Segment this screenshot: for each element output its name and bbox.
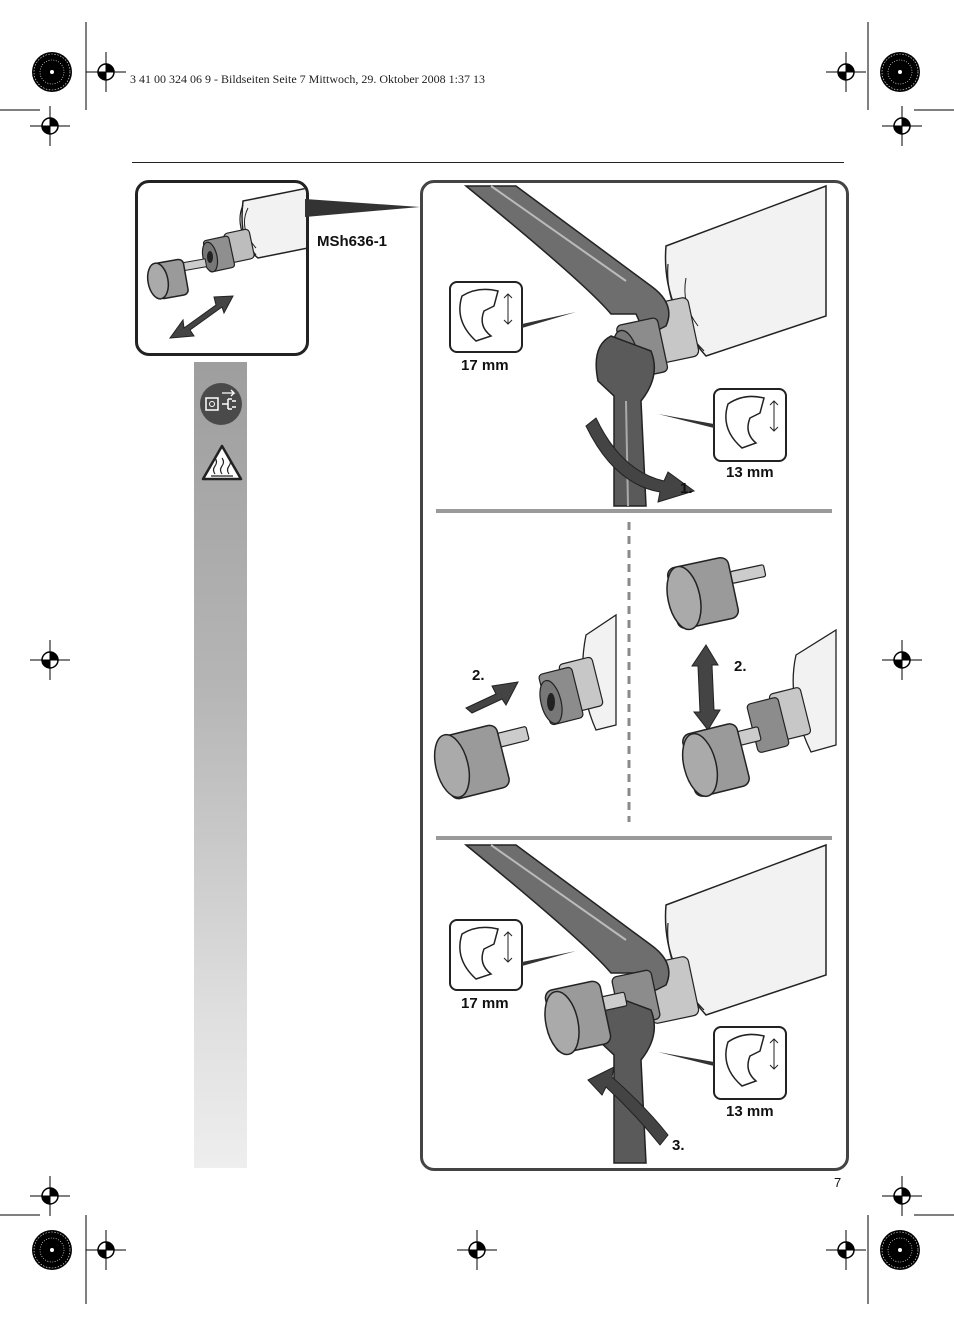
print-header: 3 41 00 324 06 9 - Bildseiten Seite 7 Mi… <box>130 72 485 86</box>
panel-separator-2 <box>436 836 832 840</box>
header-rule <box>132 162 844 163</box>
tool-overview-illustration <box>146 187 306 339</box>
overview-frame <box>135 180 309 356</box>
panel-loosen-illustration <box>449 184 827 507</box>
panel-dashed-divider <box>627 522 631 822</box>
step-2-right-label: 2. <box>734 658 747 675</box>
step-2-left-label: 2. <box>472 667 485 684</box>
panel-separator-1 <box>436 509 832 513</box>
side-strip <box>194 362 247 1168</box>
unplug-icon <box>200 383 242 425</box>
wrench-13mm-label-top: 13 mm <box>726 464 774 481</box>
panel-tighten-illustration <box>449 843 827 1164</box>
wrench-17mm-label-bottom: 17 mm <box>461 995 509 1012</box>
hot-surface-warning-icon <box>201 444 243 481</box>
panel-swap-illustration <box>666 556 837 798</box>
callout-wedge <box>305 199 420 217</box>
page-number: 7 <box>834 1175 842 1190</box>
model-label: MSh636-1 <box>317 233 388 250</box>
wrench-13mm-label-bottom: 13 mm <box>726 1103 774 1120</box>
wrench-17mm-label-top: 17 mm <box>461 357 509 374</box>
step-3-label: 3. <box>672 1137 685 1154</box>
panel-insert-illustration <box>433 613 617 800</box>
step-1-label: 1. <box>680 480 693 497</box>
